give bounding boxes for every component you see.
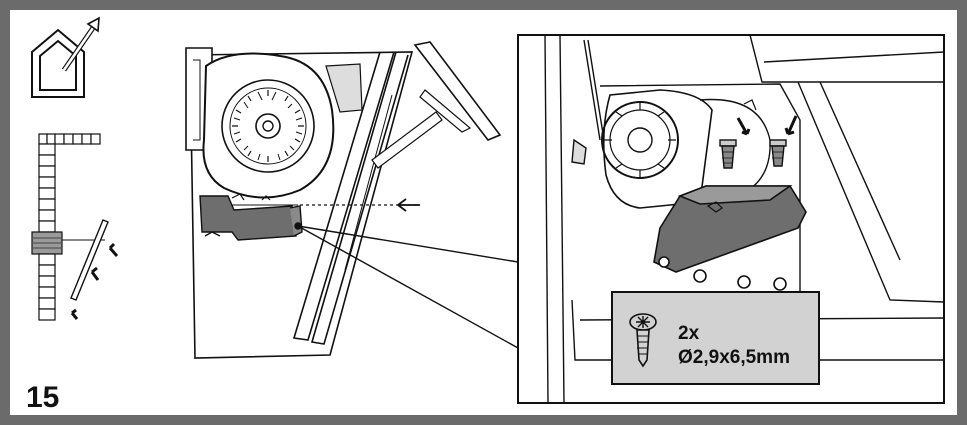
screw-quantity: 2x	[678, 323, 700, 344]
detail-screw-left	[719, 117, 751, 169]
detail-view	[517, 34, 945, 404]
assembly-diagram	[31, 16, 945, 404]
screw-spec-text: 2x Ø2,9x6,5mm	[678, 322, 790, 370]
zoom-callout-lines	[294, 222, 519, 349]
instruction-sheet: 2x Ø2,9x6,5mm 15	[10, 10, 957, 415]
detail-blower-fan	[601, 89, 771, 209]
house-outlet-arrow-icon	[31, 16, 100, 98]
insertion-direction-arrow	[300, 198, 420, 212]
detail-duct-adapter	[653, 185, 807, 291]
step-number: 15	[26, 381, 60, 414]
screw-size: Ø2,9x6,5mm	[678, 347, 790, 368]
torx-screw-icon	[629, 313, 657, 368]
detail-screw-right	[769, 115, 798, 167]
flexible-duct-icon	[31, 133, 119, 321]
blower-fan	[202, 52, 335, 199]
